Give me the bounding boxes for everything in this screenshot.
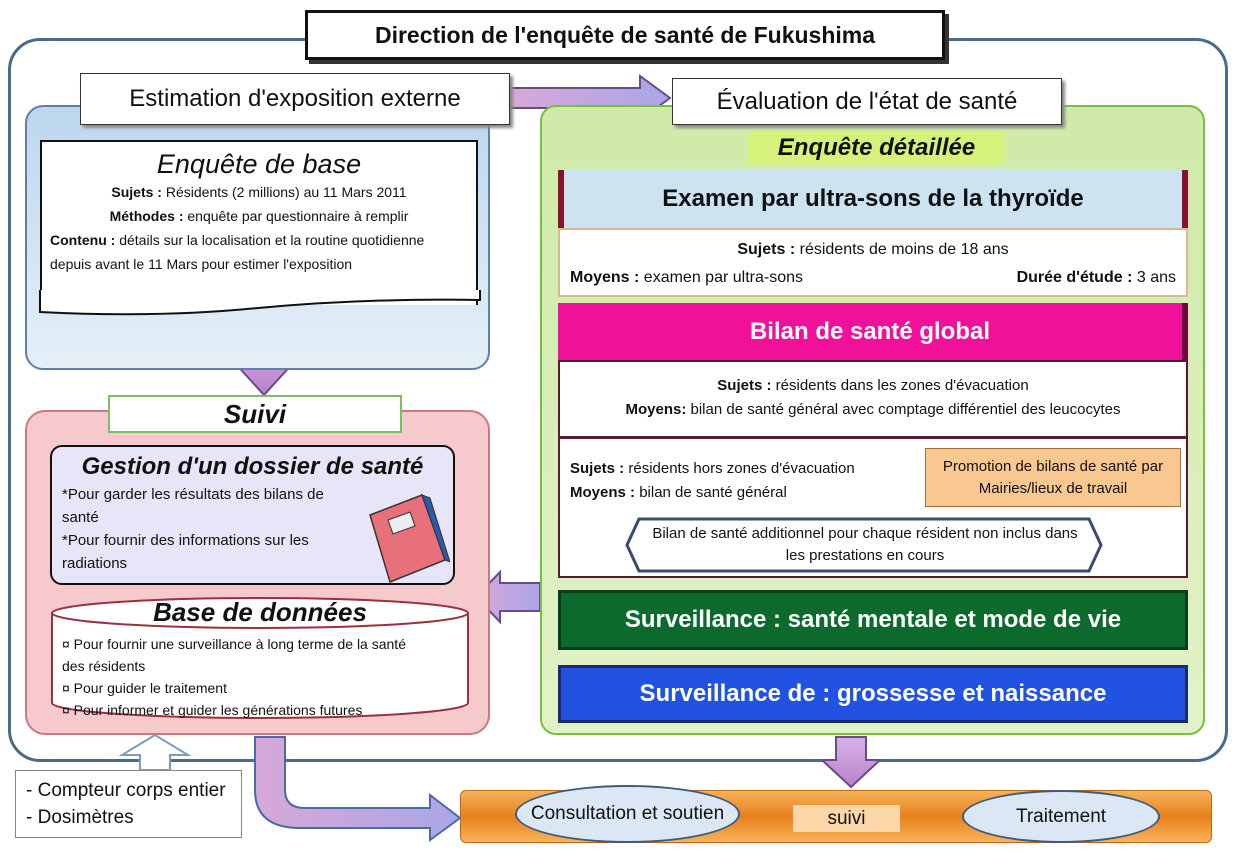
instrument-item: - Dosimètres bbox=[26, 807, 134, 828]
base-survey-card: Enquête de base Sujets : Résidents (2 mi… bbox=[40, 140, 478, 305]
instrument-item: - Compteur corps entier bbox=[26, 780, 226, 801]
methods: enquête par questionnaire à remplir bbox=[187, 208, 409, 224]
page-title: Direction de l'enquête de santé de Fukus… bbox=[305, 10, 945, 60]
content: détails sur la localisation et la routin… bbox=[50, 232, 425, 272]
label: Sujets : bbox=[111, 184, 162, 200]
mental-health-bar: Surveillance : santé mentale et mode de … bbox=[558, 590, 1188, 650]
db-item: ¤ Pour fournir une surveillance à long t… bbox=[62, 636, 406, 674]
thyroid-details: Sujets : résidents de moins de 18 ans Mo… bbox=[558, 228, 1188, 297]
additional-checkup: Bilan de santé additionnel pour chaque r… bbox=[652, 525, 1078, 564]
record-item: *Pour fournir des informations sur les r… bbox=[62, 532, 309, 572]
subjects: Résidents (2 millions) au 11 Mars 2011 bbox=[165, 184, 407, 200]
followup-label: Suivi bbox=[108, 395, 402, 433]
suivi-box: suivi bbox=[793, 805, 900, 832]
db-item: ¤ Pour guider le traitement bbox=[62, 680, 227, 696]
thyroid-duration: 3 ans bbox=[1136, 269, 1176, 286]
db-item: ¤ Pour informer et guider les génération… bbox=[62, 702, 363, 718]
database-title: Base de données bbox=[153, 597, 367, 627]
label: Contenu : bbox=[50, 232, 116, 248]
label: Sujets : bbox=[717, 377, 772, 394]
database-cylinder: Base de données ¤ Pour fournir une surve… bbox=[50, 595, 470, 720]
detailed-survey-label: Enquête détaillée bbox=[748, 132, 1005, 163]
promotion-box: Promotion de bilans de santé par Mairies… bbox=[925, 448, 1181, 507]
pregnancy-bar: Surveillance de : grossesse et naissance bbox=[558, 665, 1188, 723]
arrow-down-right bbox=[819, 736, 883, 789]
health-eval-header: Évaluation de l'état de santé bbox=[672, 78, 1062, 125]
treatment-ellipse: Traitement bbox=[962, 790, 1160, 843]
paper-wave bbox=[39, 290, 481, 316]
hexagon-shape bbox=[625, 517, 1103, 573]
label: Moyens : bbox=[570, 484, 636, 501]
out-zone-box: Sujets : résidents hors zones d'évacuati… bbox=[558, 437, 1188, 578]
arrow-up-outline bbox=[118, 733, 192, 771]
label: Méthodes : bbox=[109, 208, 184, 224]
consultation-ellipse: Consultation et soutien bbox=[515, 785, 740, 843]
out-zone-means: bilan de santé général bbox=[639, 484, 787, 501]
cylinder-shape bbox=[51, 597, 469, 719]
label: Moyens: bbox=[625, 401, 687, 418]
exposure-header: Estimation d'exposition externe bbox=[80, 73, 510, 125]
label: Sujets : bbox=[570, 460, 625, 477]
thyroid-header: Examen par ultra-sons de la thyroïde bbox=[558, 170, 1188, 228]
label: Moyens : bbox=[570, 269, 640, 286]
label: Durée d'étude : bbox=[1016, 269, 1133, 286]
in-zone-subjects: résidents dans les zones d'évacuation bbox=[775, 377, 1029, 394]
database-items: ¤ Pour fournir une surveillance à long t… bbox=[62, 633, 412, 721]
base-survey-title: Enquête de base bbox=[156, 149, 362, 179]
label: Sujets : bbox=[737, 241, 796, 258]
in-zone-means: bilan de santé général avec comptage dif… bbox=[690, 401, 1121, 418]
out-zone-text: Sujets : résidents hors zones d'évacuati… bbox=[570, 457, 855, 505]
thyroid-means: examen par ultra-sons bbox=[643, 269, 803, 286]
in-zone-box: Sujets : résidents dans les zones d'évac… bbox=[558, 360, 1188, 438]
health-record-title: Gestion d'un dossier de santé bbox=[81, 453, 424, 480]
book-icon bbox=[369, 494, 450, 584]
record-item: *Pour garder les résultats des bilans de… bbox=[62, 486, 324, 526]
instruments-box: - Compteur corps entier - Dosimètres bbox=[15, 770, 242, 838]
arrow-curved bbox=[254, 736, 462, 842]
global-checkup-header: Bilan de santé global bbox=[558, 303, 1188, 360]
thyroid-subjects: résidents de moins de 18 ans bbox=[799, 241, 1009, 258]
out-zone-subjects: résidents hors zones d'évacuation bbox=[628, 460, 855, 477]
